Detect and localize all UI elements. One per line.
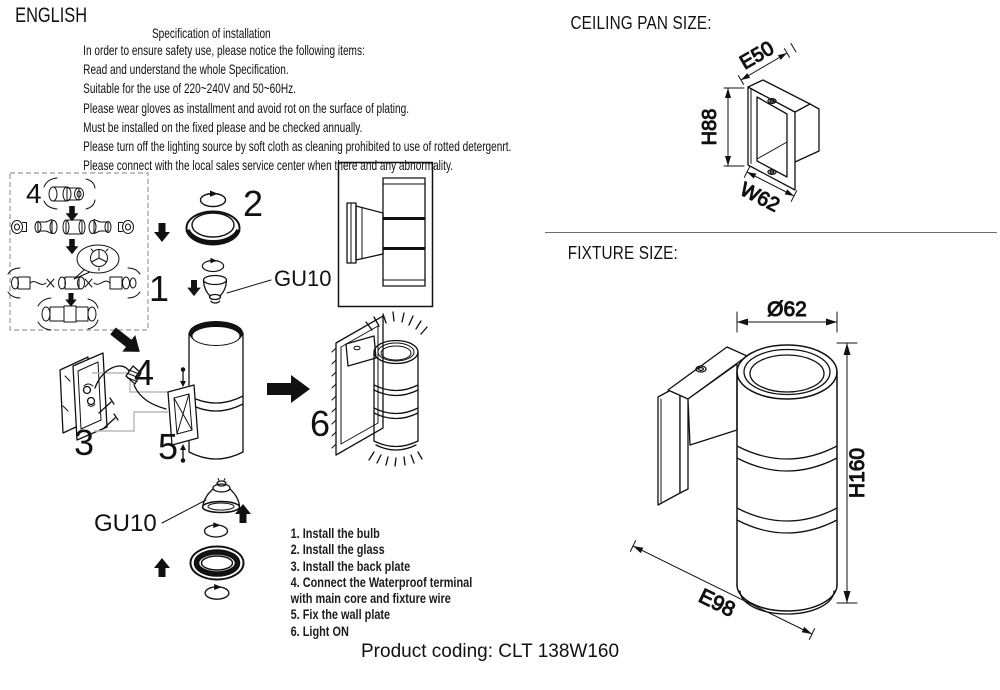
install-step: 3. Install the back plate <box>290 557 411 574</box>
dim-h88: H88 <box>699 87 745 167</box>
step-number-6: 6 <box>310 403 330 444</box>
step-number-1: 1 <box>149 268 169 309</box>
back-plate <box>59 352 119 441</box>
install-step: 4. Connect the Waterproof terminal <box>290 573 473 590</box>
gu10-leader-line <box>161 499 207 524</box>
dim-label-w62: W62 <box>736 179 783 217</box>
fixture-size-title: FIXTURE SIZE: <box>567 243 678 263</box>
waterproof-terminal-inset: 4 <box>7 172 149 331</box>
dim-label-dia62: Ø62 <box>767 298 807 321</box>
dim-e98: E98 <box>629 540 816 640</box>
mount-channel-outline <box>92 372 168 432</box>
side-view-inset <box>337 161 434 308</box>
ceiling-pan-bracket <box>747 79 820 191</box>
install-step: 2. Install the glass <box>290 541 385 558</box>
dim-label-e98: E98 <box>695 585 739 622</box>
fixture-drawing: Ø62 H160 E98 <box>629 298 870 640</box>
dim-label-e50: E50 <box>736 37 778 74</box>
terminal-assembled <box>37 297 99 331</box>
dim-dia62: Ø62 <box>736 298 838 333</box>
install-step: with main core and fixture wire <box>290 590 451 607</box>
down-arrow-icon <box>187 280 201 297</box>
installation-diagram: 4 <box>7 161 434 600</box>
section-divider <box>545 232 997 233</box>
rotate-arrow-icon <box>204 583 230 600</box>
mounted-fixture <box>331 311 428 467</box>
glass-ring-bottom <box>189 545 245 581</box>
right-arrow-icon <box>267 375 310 403</box>
instruction-line: Must be installed on the fixed please an… <box>83 119 363 135</box>
step-number-3: 3 <box>74 422 94 463</box>
light-rays-top <box>365 311 428 335</box>
instruction-line: Please wear gloves as installment and av… <box>83 100 410 116</box>
safety-instructions: In order to ensure safety use, please no… <box>83 41 511 175</box>
instruction-line: Please turn off the lighting source by s… <box>83 139 512 155</box>
wire-twist-callout <box>73 244 120 280</box>
gu10-label-top: GU10 <box>274 266 331 291</box>
instruction-line: Read and understand the whole Specificat… <box>83 62 289 78</box>
product-coding: Product coding: CLT 138W160 <box>361 641 620 662</box>
fixture-cylinder-body <box>736 344 838 615</box>
language-header: ENGLISH <box>15 4 88 27</box>
glass-ring-top <box>185 210 241 246</box>
ceiling-pan-title: CEILING PAN SIZE: <box>570 13 712 33</box>
dim-h160: H160 <box>836 342 870 604</box>
connection-wire <box>94 365 167 410</box>
instruction-line: Suitable for the use of 220~240V and 50~… <box>83 81 296 97</box>
install-steps-list: 1. Install the bulb 2. Install the glass… <box>291 525 473 639</box>
wire-join-row <box>7 267 141 299</box>
spec-title: Specification of installation <box>151 26 271 41</box>
gu10-bulb-bottom <box>201 478 241 514</box>
step-number-2: 2 <box>243 183 263 224</box>
dim-label-h160: H160 <box>846 448 869 498</box>
install-step: 6. Light ON <box>290 622 349 639</box>
up-arrow-icon <box>154 558 170 577</box>
step-number-4: 4 <box>134 352 154 393</box>
diagonal-arrow <box>110 327 140 352</box>
rotate-arrow-icon <box>201 257 225 273</box>
fixture-mount <box>657 346 748 506</box>
terminal-connector <box>43 177 96 210</box>
install-step: 5. Fix the wall plate <box>290 606 391 623</box>
gu10-leader-line <box>226 279 272 294</box>
gu10-label-bottom: GU10 <box>94 510 157 537</box>
step-number-4-inset: 4 <box>26 178 42 209</box>
dim-label-h88: H88 <box>699 109 721 146</box>
light-rays-bottom <box>368 451 423 467</box>
rotate-arrow-icon <box>203 521 229 538</box>
down-arrow-icon <box>154 223 170 242</box>
wall-strap-bracket <box>167 367 199 463</box>
install-step: 1. Install the bulb <box>290 525 380 541</box>
fixture-cylinder <box>188 321 244 460</box>
terminal-parts-row <box>11 219 134 235</box>
dim-e50: E50 <box>736 37 797 85</box>
step-number-5: 5 <box>158 426 178 467</box>
rotate-arrow-icon <box>199 189 227 208</box>
gu10-bulb-top <box>202 274 228 304</box>
instruction-line: In order to ensure safety use, please no… <box>83 43 365 58</box>
ceiling-pan-drawing: E50 H88 W62 <box>699 37 820 217</box>
